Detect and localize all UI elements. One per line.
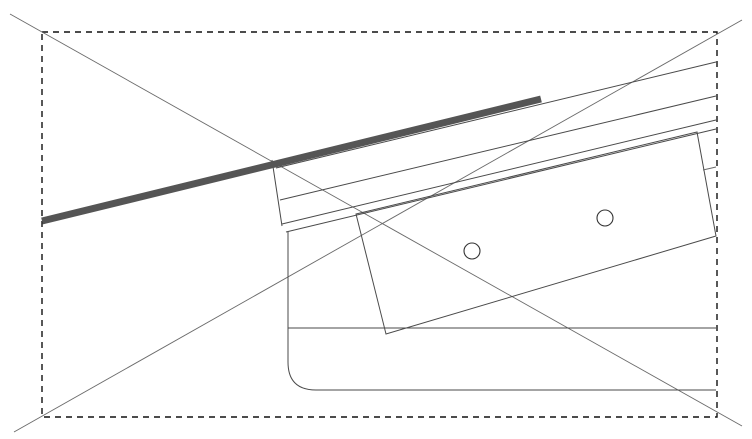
diagonal-line-top-left-to-bottom-right — [9, 13, 743, 427]
heavy-bar — [41, 95, 542, 225]
sloped-edge-line-4 — [285, 128, 717, 233]
sloped-edge-line-3 — [281, 119, 717, 225]
body-outline — [287, 232, 716, 391]
hole-left — [463, 242, 481, 260]
dashed-frame — [41, 31, 718, 418]
tilted-plate-outline — [355, 131, 717, 335]
sloped-edge-line-1 — [275, 61, 717, 169]
plate-edge-detail — [702, 166, 717, 171]
sloped-edge-line-2 — [279, 95, 717, 201]
vertical-edge-short — [271, 159, 283, 227]
diagonal-line-bottom-left-to-top-right — [13, 19, 743, 433]
hole-right — [596, 209, 614, 227]
